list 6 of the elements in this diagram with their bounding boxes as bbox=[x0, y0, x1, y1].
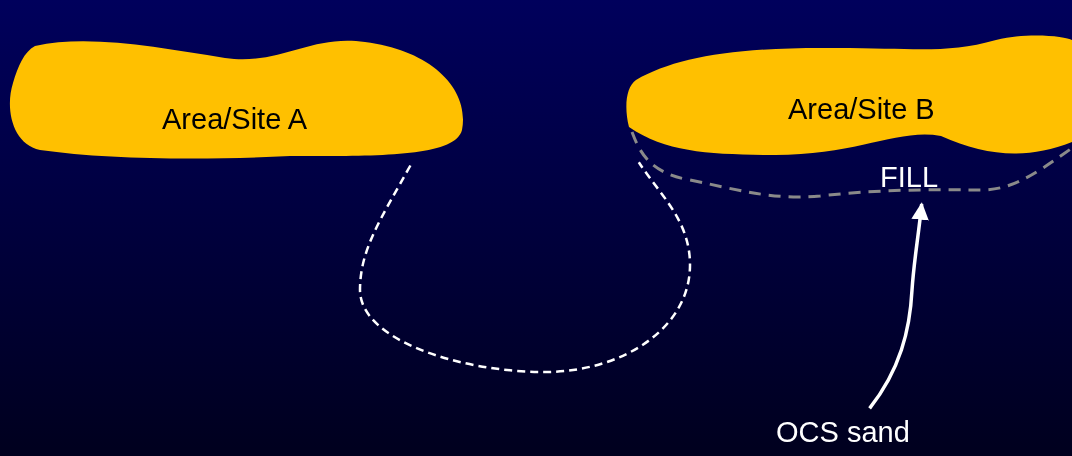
callout-label: OCS sand bbox=[776, 418, 910, 447]
arrow bbox=[868, 202, 929, 410]
dashed-connector bbox=[358, 161, 692, 374]
area-label: FILL bbox=[880, 163, 939, 192]
area-label: Area/Site A bbox=[162, 105, 308, 134]
area-label: Area/Site B bbox=[788, 95, 935, 124]
